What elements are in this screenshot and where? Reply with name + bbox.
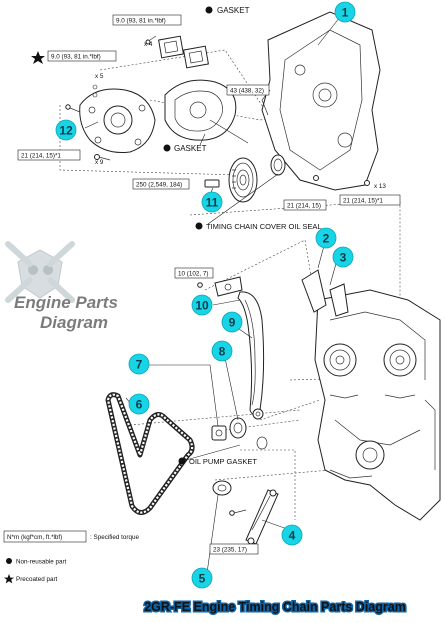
legend: N*m (kgf*cm, ft.*lbf) : Specified torque… (3, 530, 140, 584)
precoated-star-icon (4, 574, 14, 584)
chain-tensioner (245, 489, 279, 545)
legend-torque-text: : Specified torque (90, 534, 140, 541)
callout-5: 5 (191, 567, 213, 589)
callout-1: 1 (334, 1, 356, 23)
oil-seal (270, 154, 286, 176)
svg-text:12: 12 (59, 124, 73, 138)
callout-11: 11 (201, 191, 223, 213)
svg-text:9: 9 (229, 316, 236, 330)
svg-text:2: 2 (323, 232, 330, 246)
callout-2: 2 (315, 227, 337, 249)
legend-non-reusable: Non-reusable part (16, 559, 67, 566)
svg-text:10: 10 (195, 299, 209, 313)
caption-banner: 2GR-FE Engine Timing Chain Parts Diagram (143, 599, 408, 616)
torque-6: 21 (214, 15) (287, 203, 321, 210)
chain-guides-upper (214, 269, 349, 317)
engine-block (314, 289, 441, 521)
svg-text:1: 1 (342, 6, 349, 20)
svg-text:7: 7 (136, 358, 143, 372)
torque-1: 9.0 (93, 81 in.*lbf) (116, 18, 166, 25)
callout-4: 4 (281, 524, 303, 546)
precoat-star-icon (31, 51, 45, 64)
timing-chain (105, 392, 195, 515)
callout-3: 3 (332, 246, 354, 268)
callout-markers: 1 12 11 2 3 10 9 8 7 6 4 5 (55, 1, 356, 589)
torque-8: 10 (102, 7) (178, 271, 208, 278)
torque-3: 43 (438, 32) (230, 88, 264, 95)
chain-guide (237, 291, 265, 420)
crank-sprocket (212, 480, 232, 496)
legend-torque-box: N*m (kgf*cm, ft.*lbf) (7, 534, 62, 541)
svg-text:11: 11 (206, 196, 219, 210)
callout-7: 7 (128, 353, 150, 375)
callout-6: 6 (128, 393, 150, 415)
idler-gear (211, 417, 268, 450)
label-gasket-top: GASKET (217, 6, 250, 15)
multiplier-4: x 13 (374, 183, 386, 190)
multiplier-2: x 5 (95, 73, 104, 80)
gasket-top-parts (145, 35, 209, 69)
label-oil-pump-gasket: OIL PUMP GASKET (189, 457, 257, 466)
part-labels: GASKET GASKET TIMING CHAIN COVER OIL SEA… (163, 6, 322, 466)
svg-text:4: 4 (289, 529, 296, 543)
torque-7: 21 (214, 15)*1 (343, 198, 383, 205)
multiplier-1: x 4 (144, 41, 153, 48)
torque-5: 250 (2,549, 184) (136, 182, 182, 189)
multiplier-3: x 9 (95, 159, 104, 166)
callout-10: 10 (191, 294, 213, 316)
watermark-line1: Engine Parts (14, 293, 118, 312)
torque-2: 9.0 (93, 81 in.*lbf) (51, 54, 101, 61)
skull-logo (5, 241, 75, 303)
label-timing-seal: TIMING CHAIN COVER OIL SEAL (206, 222, 322, 231)
callout-9: 9 (221, 311, 243, 333)
svg-text:6: 6 (136, 398, 143, 412)
pump-gasket (164, 79, 237, 141)
bolts (94, 154, 370, 516)
caption-text: 2GR-FE Engine Timing Chain Parts Diagram (144, 600, 406, 614)
torque-4: 21 (214, 15)*1 (21, 153, 61, 160)
watermark-line2: Diagram (40, 313, 108, 332)
legend-precoated: Precoated part (16, 576, 58, 583)
watermark: Engine Parts Diagram (5, 241, 118, 332)
callout-12: 12 (55, 119, 77, 141)
crankshaft-pulley (204, 157, 258, 203)
non-reusable-dot-icon (6, 558, 12, 564)
timing-chain-cover (261, 11, 381, 191)
torque-specs: 9.0 (93, 81 in.*lbf) 9.0 (93, 81 in.*lbf… (17, 14, 401, 555)
svg-text:5: 5 (199, 572, 206, 586)
label-gasket-mid: GASKET (174, 144, 207, 153)
torque-9: 23 (235, 17) (213, 547, 247, 554)
callout-8: 8 (211, 340, 233, 362)
svg-text:3: 3 (340, 251, 347, 265)
water-pump (65, 88, 156, 153)
svg-text:8: 8 (219, 345, 226, 359)
